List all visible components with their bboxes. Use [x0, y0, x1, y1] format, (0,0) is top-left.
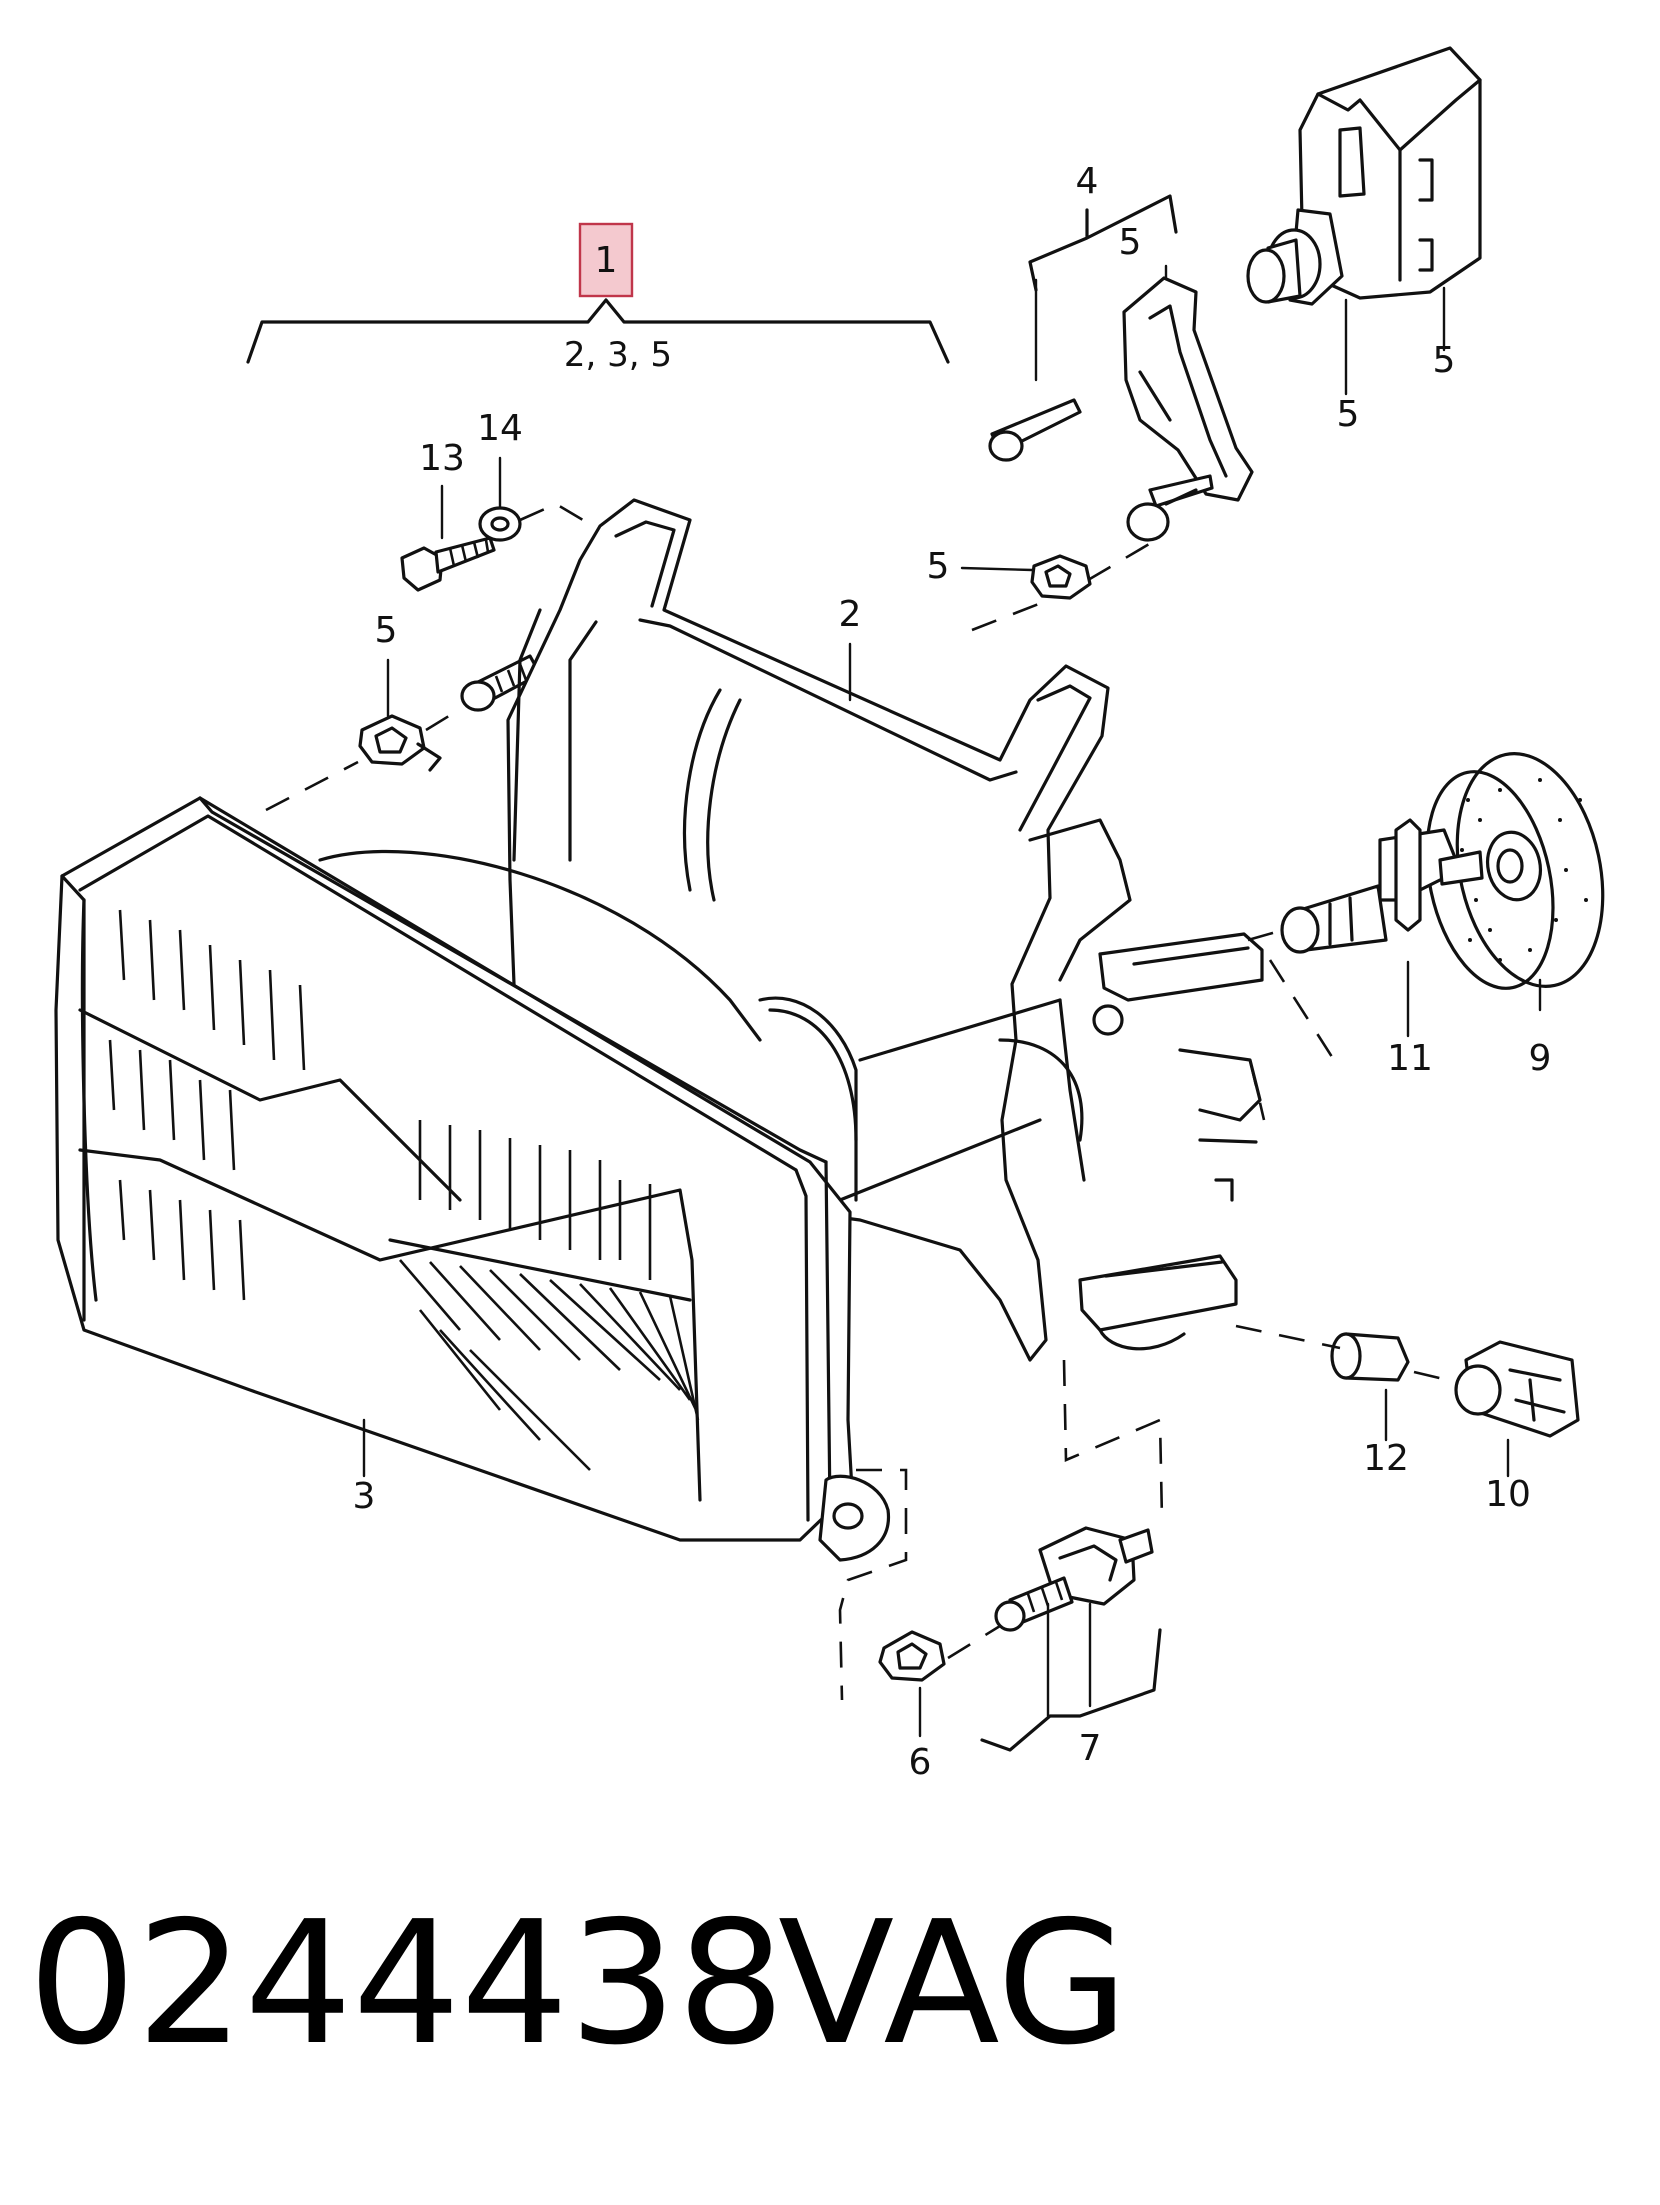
bulb-11[interactable]	[1280, 818, 1484, 954]
clip-5d[interactable]	[878, 1630, 946, 1682]
adjuster-bracket-4[interactable]	[988, 276, 1254, 542]
callout-11[interactable]: 11	[1387, 1038, 1433, 1079]
bulb-holder-9[interactable]	[1408, 740, 1623, 1000]
screw-13[interactable]	[400, 536, 496, 592]
callout-10[interactable]: 10	[1485, 1474, 1531, 1515]
callout-4[interactable]: 4	[1076, 161, 1099, 202]
callout-6-bracket	[980, 1628, 1162, 1752]
headlight-lens-3[interactable]	[54, 796, 891, 1562]
callout-1-sub: 2, 3, 5	[564, 335, 672, 375]
stud-bolt[interactable]	[460, 654, 542, 712]
callout-5c[interactable]: 5	[375, 610, 398, 651]
callout-5b[interactable]: 5	[927, 546, 950, 587]
callout-3[interactable]: 3	[353, 1476, 376, 1517]
callout-6[interactable]: 7	[1079, 1728, 1102, 1769]
clip-5c[interactable]	[358, 714, 442, 772]
callout-5a[interactable]: 5	[1119, 222, 1142, 263]
callout-9[interactable]: 9	[1529, 1038, 1552, 1079]
callout-13[interactable]: 13	[419, 438, 465, 479]
brand-name: VAG	[778, 1885, 1128, 2083]
callout-7[interactable]: 5	[1433, 340, 1456, 381]
callout-12[interactable]: 12	[1363, 1438, 1409, 1479]
callout-5d[interactable]: 6	[909, 1742, 932, 1783]
lens-hatching	[108, 909, 700, 1471]
callout-1-highlight[interactable]	[578, 222, 634, 298]
callout-4-bracket	[1028, 194, 1178, 292]
bulb-12[interactable]	[1330, 1332, 1410, 1382]
washer-14[interactable]	[478, 506, 522, 542]
callout-2[interactable]: 2	[839, 594, 862, 635]
clip-5b[interactable]	[1030, 554, 1092, 600]
callout-1-bracket	[246, 298, 950, 364]
adjuster-screw-6[interactable]	[994, 1526, 1154, 1632]
callout-1[interactable]: 1	[595, 240, 618, 281]
part-number: 0244438	[28, 1885, 785, 2083]
callout-14[interactable]: 14	[477, 408, 523, 449]
bulb-socket-10[interactable]	[1454, 1340, 1580, 1438]
leveling-motor-7[interactable]	[1246, 46, 1482, 396]
callout-8[interactable]: 5	[1337, 394, 1360, 435]
alignment-dashes	[838, 1059, 1266, 1701]
